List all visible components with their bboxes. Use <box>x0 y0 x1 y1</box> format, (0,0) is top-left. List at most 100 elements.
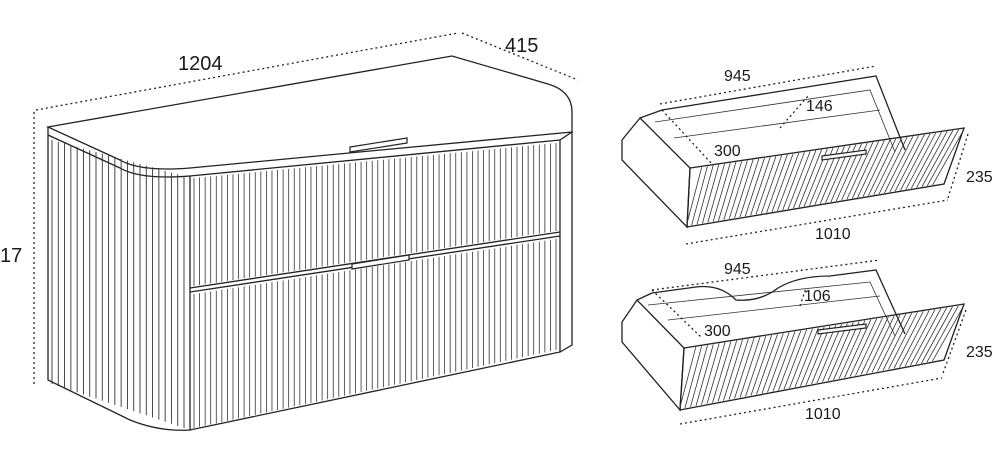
flute-line <box>760 155 783 214</box>
flute-line <box>756 334 778 395</box>
flute-line <box>894 134 925 192</box>
flute-line <box>739 158 760 218</box>
flute-line <box>728 338 749 400</box>
flute-line <box>889 135 919 193</box>
dim-line-drawer-top-front-height <box>947 133 969 199</box>
flute-line <box>734 337 755 399</box>
flute-line <box>723 161 743 220</box>
flute-line <box>846 142 874 200</box>
flute-line <box>926 129 959 186</box>
flute-line <box>893 311 924 369</box>
drawer-top-drawing <box>621 65 969 245</box>
flute-line <box>899 310 930 368</box>
dim-line-depth <box>461 32 579 81</box>
flute-line <box>851 141 880 199</box>
flute-line <box>728 160 748 220</box>
flute-line <box>860 316 889 375</box>
dim-line-drawer-top-side-depth <box>661 109 713 165</box>
flute-line <box>750 157 771 216</box>
flute-line <box>822 323 848 383</box>
flute-line <box>794 327 819 388</box>
flute-line <box>868 138 897 196</box>
dim-line-drawer-bottom-inner-depth <box>799 287 807 307</box>
flute-line <box>755 156 777 215</box>
flute-line <box>695 344 714 406</box>
dim-line-drawer-bottom-side-depth <box>651 289 703 339</box>
dim-line-drawer-bottom-front-width <box>679 377 943 425</box>
drawer-bottom-inner-width-label: 945 <box>724 261 751 278</box>
flute-line <box>691 166 708 226</box>
flute-line <box>811 324 837 385</box>
drawer-top-inner-depth-label: 146 <box>806 98 833 115</box>
dim-depth-label: 415 <box>505 35 538 57</box>
dim-line-width <box>35 32 459 111</box>
flute-line <box>798 149 822 208</box>
dim-line-drawer-top-inner-depth <box>779 95 809 129</box>
flute-line <box>838 320 866 379</box>
flute-line <box>782 152 805 211</box>
flute-line <box>717 340 738 402</box>
flute-line <box>905 132 937 190</box>
flute-line <box>696 165 714 225</box>
flute-line <box>932 128 965 186</box>
flute-line <box>855 317 883 376</box>
flute-line <box>805 325 831 386</box>
drawer-bottom-back-panel <box>651 269 906 335</box>
flute-line <box>712 162 731 222</box>
flute-line <box>849 318 878 377</box>
flute-line <box>712 341 732 403</box>
drawer-bottom-inner <box>647 281 896 337</box>
flute-line <box>771 153 794 212</box>
flute-line <box>744 157 765 217</box>
drawer-bottom-front <box>679 303 965 411</box>
flute-line <box>866 315 895 374</box>
flute-line <box>767 332 790 393</box>
flute-line <box>789 328 813 389</box>
drawer-bottom-front-width-label: 1010 <box>805 406 841 423</box>
flute-line <box>921 306 953 364</box>
drawer-bottom-front-height-label: 235 <box>966 344 993 361</box>
flute-line <box>718 162 737 221</box>
flute-line <box>776 152 800 212</box>
drawer-top-front-height-label: 235 <box>966 169 993 186</box>
flute-line <box>778 330 802 391</box>
flute-line <box>766 154 788 213</box>
flute-line <box>877 313 907 372</box>
flute-line <box>916 131 948 188</box>
drawer-top-back-panel <box>661 75 906 151</box>
cabinet-left-side <box>47 127 191 431</box>
flute-line <box>871 314 901 373</box>
flute-line <box>882 312 913 371</box>
flute-line <box>827 322 854 381</box>
flute-line <box>702 164 720 224</box>
flute-line <box>904 309 936 367</box>
flute-line <box>783 329 808 390</box>
cabinet-top <box>45 55 573 170</box>
flute-line <box>761 333 784 394</box>
flute-line <box>833 321 860 380</box>
flute-line <box>888 312 918 370</box>
drawer-top-front <box>686 127 965 228</box>
flute-line <box>900 133 931 191</box>
drawer-bottom-front-slats <box>679 304 965 410</box>
flute-line <box>793 150 817 209</box>
drawer-top-inner <box>654 89 896 153</box>
flute-line <box>926 305 959 363</box>
flute-line <box>723 339 743 401</box>
cabinet-right-edge <box>559 130 573 353</box>
drawer-top-front-width-label: 1010 <box>815 226 851 243</box>
flute-line <box>685 167 703 227</box>
flute-line <box>816 324 843 384</box>
dim-width-label: 1204 <box>178 53 223 75</box>
cabinet-drawing <box>45 55 573 431</box>
flute-line <box>750 335 773 396</box>
dim-line-drawer-top-inner-width <box>659 65 877 105</box>
dim-line-drawer-bottom-front-height <box>941 309 967 377</box>
flute-line <box>932 304 965 362</box>
drawer-bottom-side-depth-label: 300 <box>704 323 731 340</box>
flute-line <box>857 140 885 198</box>
flute-line <box>734 159 754 219</box>
drawer-bottom-inner-depth-label: 106 <box>804 288 831 305</box>
drawer-top-left-side <box>621 109 691 229</box>
